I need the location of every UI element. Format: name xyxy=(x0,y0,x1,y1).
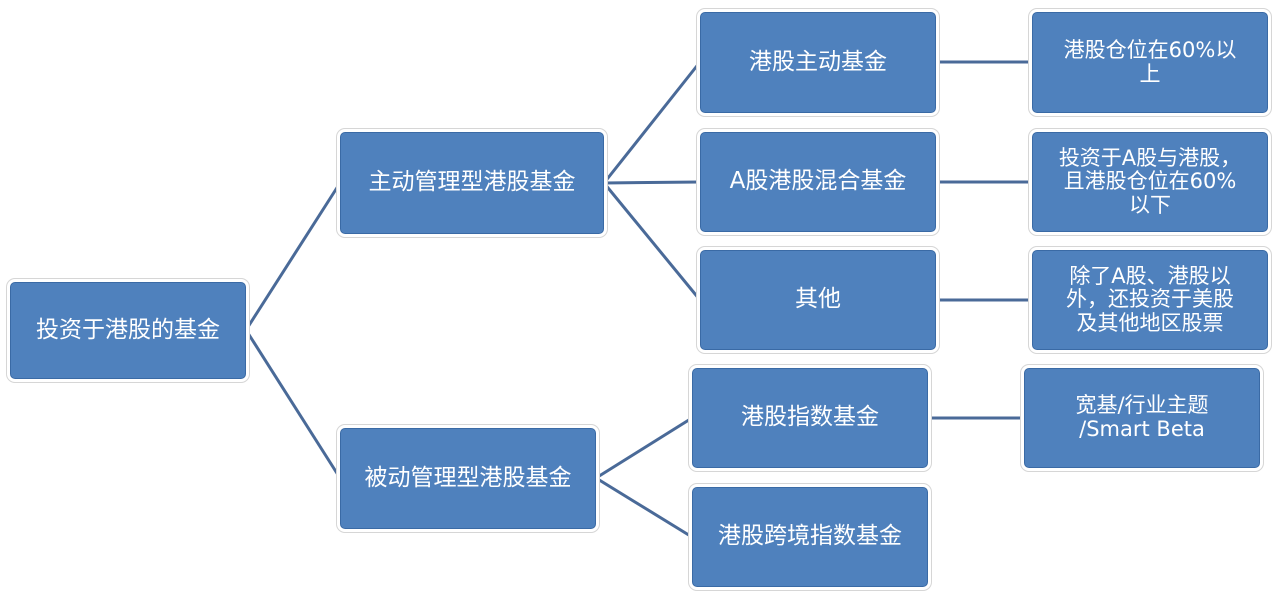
node-other-label: 其他 xyxy=(795,286,841,313)
desc-other-line-1: 除了A股、港股以 xyxy=(1069,263,1231,288)
desc-hk-active-line-2: 上 xyxy=(1139,61,1161,86)
desc-a-hk-mixed-line-1: 投资于A股与港股， xyxy=(1058,145,1242,170)
node-root: 投资于港股的基金 xyxy=(10,282,246,379)
node-hk-cross-index-fund: 港股跨境指数基金 xyxy=(692,487,928,587)
desc-hk-active-line-1: 港股仓位在60%以 xyxy=(1063,37,1237,62)
node-other: 其他 xyxy=(700,250,936,350)
node-hk-cross-index-fund-label: 港股跨境指数基金 xyxy=(718,523,902,550)
desc-a-hk-mixed-line-2: 且港股仓位在60% xyxy=(1063,169,1237,194)
connector-root-passive xyxy=(244,329,342,479)
node-hk-active-fund-label: 港股主动基金 xyxy=(749,48,887,75)
connector-passive-hk-cross-index xyxy=(595,476,693,539)
node-a-hk-mixed-fund-label: A股港股混合基金 xyxy=(729,168,907,195)
desc-hk-index-line-2: /Smart Beta xyxy=(1079,417,1205,441)
connector-passive-hk-index xyxy=(595,416,693,480)
connector-active-other xyxy=(602,182,702,301)
node-hk-index-fund-label: 港股指数基金 xyxy=(741,404,879,431)
node-root-label: 投资于港股的基金 xyxy=(36,316,220,343)
connector-root-active xyxy=(244,182,342,331)
node-active-managed-label: 主动管理型港股基金 xyxy=(368,169,576,196)
node-hk-index-fund: 港股指数基金 xyxy=(692,368,928,468)
connector-active-a-hk-mixed xyxy=(603,180,701,185)
node-desc-hk-active: 港股仓位在60%以 上 xyxy=(1032,12,1268,113)
desc-other-line-2: 外，还投资于美股 xyxy=(1066,287,1234,312)
node-passive-managed: 被动管理型港股基金 xyxy=(340,428,596,529)
node-active-managed: 主动管理型港股基金 xyxy=(340,132,604,234)
desc-other-line-3: 及其他地区股票 xyxy=(1076,310,1224,335)
node-desc-a-hk-mixed: 投资于A股与港股， 且港股仓位在60% 以下 xyxy=(1032,132,1268,232)
node-passive-managed-label: 被动管理型港股基金 xyxy=(364,464,572,491)
node-a-hk-mixed-fund: A股港股混合基金 xyxy=(700,132,936,232)
connector-active-hk-active xyxy=(602,61,702,184)
node-hk-active-fund: 港股主动基金 xyxy=(700,12,936,113)
desc-hk-index-line-1: 宽基/行业主题 xyxy=(1075,393,1209,418)
desc-a-hk-mixed-line-3: 以下 xyxy=(1129,192,1171,217)
node-desc-hk-index: 宽基/行业主题 /Smart Beta xyxy=(1024,368,1260,468)
node-desc-other: 除了A股、港股以 外，还投资于美股 及其他地区股票 xyxy=(1032,250,1268,350)
